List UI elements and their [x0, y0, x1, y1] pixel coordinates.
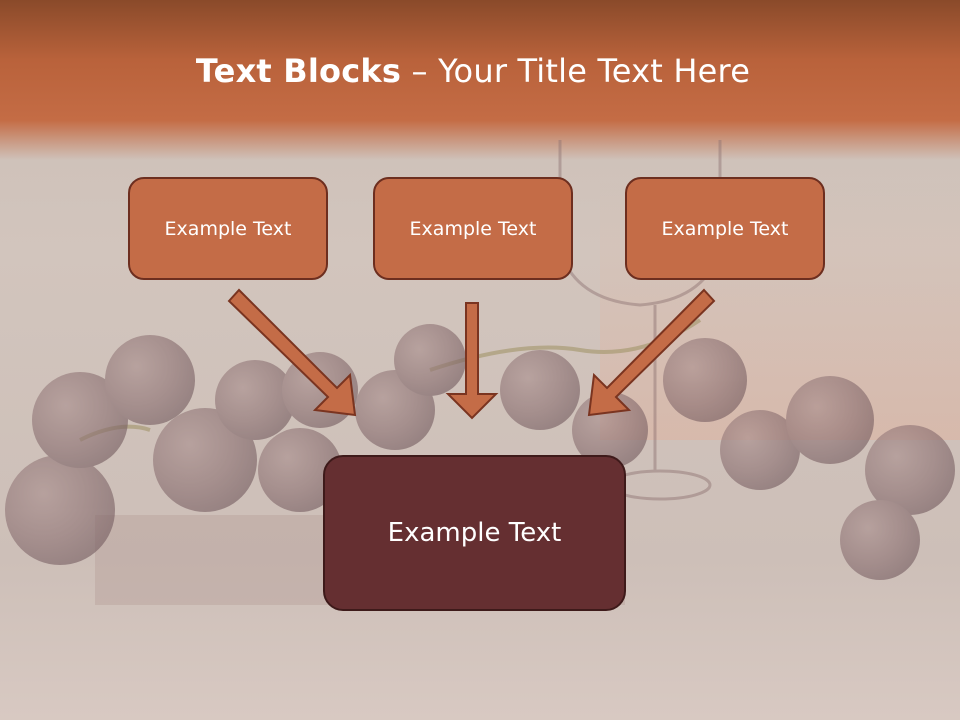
- text-block-right[interactable]: Example Text: [625, 177, 825, 280]
- slide-title: Text Blocks – Your Title Text Here: [0, 52, 946, 90]
- arrow-right: [587, 288, 716, 417]
- title-bold: Text Blocks: [195, 52, 402, 90]
- arrow-left: [227, 288, 357, 417]
- title-dash: –: [401, 52, 439, 90]
- text-block-bottom-label: Example Text: [387, 518, 562, 548]
- text-block-right-label: Example Text: [661, 217, 789, 240]
- text-block-center-label: Example Text: [409, 217, 537, 240]
- text-block-center[interactable]: Example Text: [373, 177, 573, 280]
- title-rest: Your Title Text Here: [438, 52, 751, 90]
- text-block-left-label: Example Text: [164, 217, 292, 240]
- text-block-left[interactable]: Example Text: [128, 177, 328, 280]
- arrow-center: [445, 302, 499, 420]
- text-block-bottom[interactable]: Example Text: [323, 455, 626, 611]
